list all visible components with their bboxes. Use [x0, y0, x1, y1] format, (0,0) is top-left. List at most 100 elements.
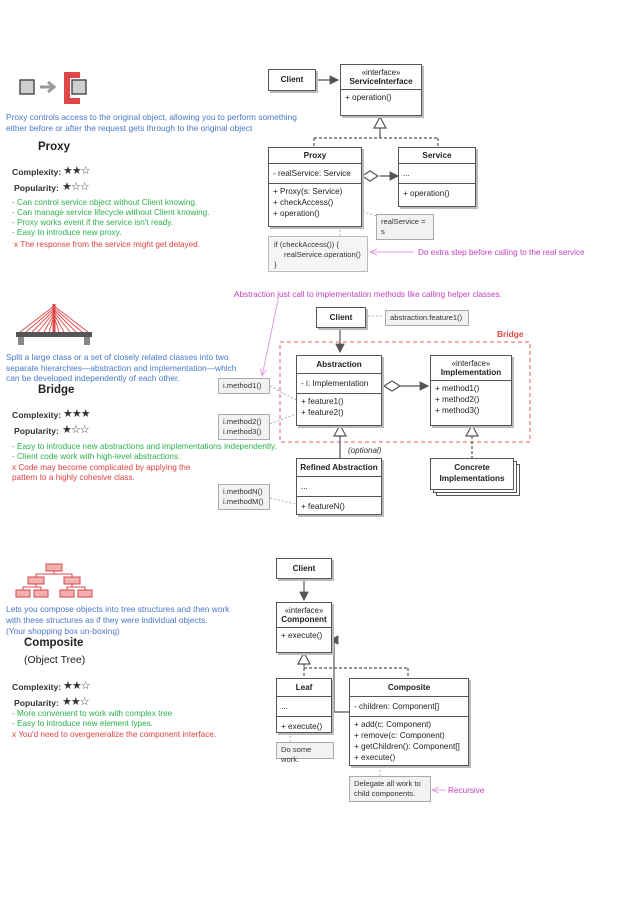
- proxy-service-name: Service: [399, 148, 475, 164]
- composite-pro-2: - Easy to introduce new element types.: [12, 719, 154, 728]
- composite-delegate-note-line-2: child components.: [354, 789, 416, 798]
- composite-subtitle: (Object Tree): [24, 654, 86, 666]
- proxy-popularity-stars: ★☆☆: [62, 181, 90, 193]
- bridge-client-box: Client: [316, 307, 366, 328]
- composite-component-stereotype: «interface»: [284, 606, 324, 615]
- proxy-interface-stereotype: «interface»: [361, 68, 401, 77]
- proxy-proxy-method-3: + operation(): [273, 209, 320, 218]
- composite-popularity-label: Popularity:: [14, 698, 59, 708]
- proxy-proxy-method-2: + checkAccess(): [273, 198, 334, 207]
- composite-client-box: Client: [276, 558, 332, 579]
- bridge-implementation-box: «interface» Implementation + method1() +…: [430, 355, 512, 426]
- composite-component-box: «interface» Component + execute(): [276, 602, 332, 653]
- composite-recursive-label: Recursive: [448, 786, 485, 795]
- bridge-label: Bridge: [497, 329, 524, 339]
- composite-complexity-label: Complexity:: [12, 682, 62, 692]
- composite-delegate-note-line-1: Delegate all work to: [354, 779, 421, 788]
- proxy-description: Proxy controls access to the original ob…: [6, 112, 297, 133]
- bridge-impl-method-1: + method1(): [435, 384, 480, 393]
- composite-complexity-stars: ★★☆: [63, 680, 91, 692]
- proxy-client-box: Client: [268, 69, 316, 91]
- bridge-diagram-lines: [262, 299, 531, 505]
- bridge-abstraction-box: Abstraction - i: Implementation + featur…: [296, 355, 382, 426]
- composite-component-method: + execute(): [281, 631, 323, 640]
- bridge-refined-box: Refined Abstraction ... + featureN(): [296, 458, 382, 515]
- proxy-pro-2: - Can manage service lifecycle without C…: [12, 208, 210, 217]
- bridge-refined-name: Refined Abstraction: [297, 459, 381, 477]
- composite-composite-name: Composite: [350, 679, 468, 697]
- bridge-concrete-box: Concrete Implementations: [430, 458, 514, 490]
- bridge-note-3-line-2: i.methodM(): [223, 497, 264, 506]
- composite-description-note: (Your shopping box un-boxing): [6, 626, 120, 636]
- composite-leaf-method: + execute(): [281, 722, 323, 731]
- bridge-title: Bridge: [38, 384, 75, 396]
- composite-leaf-note: Do some work.: [276, 742, 334, 764]
- proxy-service-interface-box: «interface» ServiceInterface + operation…: [340, 64, 422, 116]
- proxy-icon: [19, 72, 87, 104]
- composite-component-name: Component: [281, 615, 327, 624]
- composite-description: Lets you compose objects into tree struc…: [6, 604, 230, 625]
- bridge-pro-2: - Client code work with high-level abstr…: [12, 452, 181, 461]
- composite-pro-1: - More convenient to work with complex t…: [12, 709, 173, 718]
- bridge-popularity-stars: ★☆☆: [62, 424, 90, 436]
- composite-title: Composite: [24, 637, 84, 649]
- bridge-pro-1: - Easy to introduce new abstractions and…: [12, 442, 277, 451]
- composite-client-label: Client: [292, 564, 316, 573]
- proxy-service-method: + operation(): [403, 189, 450, 198]
- bridge-note-2-line-2: i.method3(): [223, 427, 262, 436]
- bridge-illustration: [14, 302, 94, 346]
- bridge-client-note: abstraction.feature1(): [385, 310, 469, 326]
- bridge-complexity-stars: ★★★: [63, 408, 91, 420]
- proxy-proxy-name: Proxy: [269, 148, 361, 164]
- proxy-proxy-field: - realService: Service: [269, 164, 361, 184]
- bridge-popularity-label: Popularity:: [14, 426, 59, 436]
- composite-composite-method-3: + getChildren(): Component[]: [354, 742, 460, 751]
- bridge-note-2: i.method2() i.method3(): [218, 414, 270, 440]
- proxy-code-line-1: if (checkAccess()) {: [274, 240, 339, 249]
- proxy-interface-name: ServiceInterface: [349, 77, 413, 86]
- composite-composite-box: Composite - children: Component[] + add(…: [349, 678, 469, 766]
- bridge-concrete-name: Concrete Implementations: [439, 463, 505, 483]
- proxy-interface-method: + operation(): [345, 93, 392, 102]
- bridge-impl-stereotype: «interface»: [451, 359, 491, 368]
- bridge-abstraction-field: - i: Implementation: [297, 374, 381, 394]
- proxy-proxy-method-1: + Proxy(s: Service): [273, 187, 343, 196]
- tree-icon: [15, 563, 93, 598]
- bridge-impl-method-3: + method3(): [435, 406, 480, 415]
- composite-leaf-name: Leaf: [277, 679, 331, 697]
- bridge-description: Split a large class or a set of closely …: [6, 352, 237, 383]
- bridge-refined-method: + featureN(): [301, 502, 345, 511]
- bridge-con-1: x Code may become complicated by applyin…: [12, 463, 191, 482]
- proxy-pro-4: - Easy to introduce new proxy.: [12, 228, 122, 237]
- bridge-icon: [16, 304, 92, 345]
- composite-leaf-box: Leaf ... + execute(): [276, 678, 332, 733]
- composite-popularity-stars: ★★☆: [62, 696, 90, 708]
- proxy-pro-3: - Proxy works event if the service isn't…: [12, 218, 174, 227]
- proxy-code-line-2: realService.operation(): [284, 250, 361, 259]
- composite-con-1: x You'd need to overgeneralize the compo…: [12, 730, 217, 739]
- proxy-code-note: if (checkAccess()) { realService.operati…: [268, 236, 368, 272]
- bridge-impl-name: Implementation: [440, 368, 502, 377]
- proxy-illustration: [18, 70, 88, 108]
- proxy-pro-1: - Can control service object without Cli…: [12, 198, 198, 207]
- proxy-proxy-box: Proxy - realService: Service + Proxy(s: …: [268, 147, 362, 227]
- bridge-client-label: Client: [329, 313, 353, 322]
- proxy-service-field: ...: [399, 164, 475, 184]
- proxy-diagram-lines: [313, 75, 439, 252]
- bridge-note-2-line-1: i.method2(): [223, 417, 262, 426]
- proxy-complexity-stars: ★★☆: [63, 165, 91, 177]
- bridge-abstraction-name: Abstraction: [297, 356, 381, 374]
- bridge-abstraction-method-1: + feature1(): [301, 397, 344, 406]
- composite-delegate-note: Delegate all work to child components.: [349, 776, 431, 802]
- bridge-abstraction-method-2: + feature2(): [301, 408, 344, 417]
- proxy-complexity-label: Complexity:: [12, 167, 62, 177]
- proxy-title: Proxy: [38, 141, 70, 153]
- proxy-code-line-3: }: [274, 260, 277, 269]
- bridge-note-3: i.methodN() i.methodM(): [218, 484, 270, 510]
- bridge-impl-method-2: + method2(): [435, 395, 480, 404]
- bridge-note-3-line-1: i.methodN(): [223, 487, 263, 496]
- composite-composite-field: - children: Component[]: [350, 697, 468, 717]
- composite-leaf-field: ...: [277, 697, 331, 717]
- composite-illustration: [14, 562, 96, 604]
